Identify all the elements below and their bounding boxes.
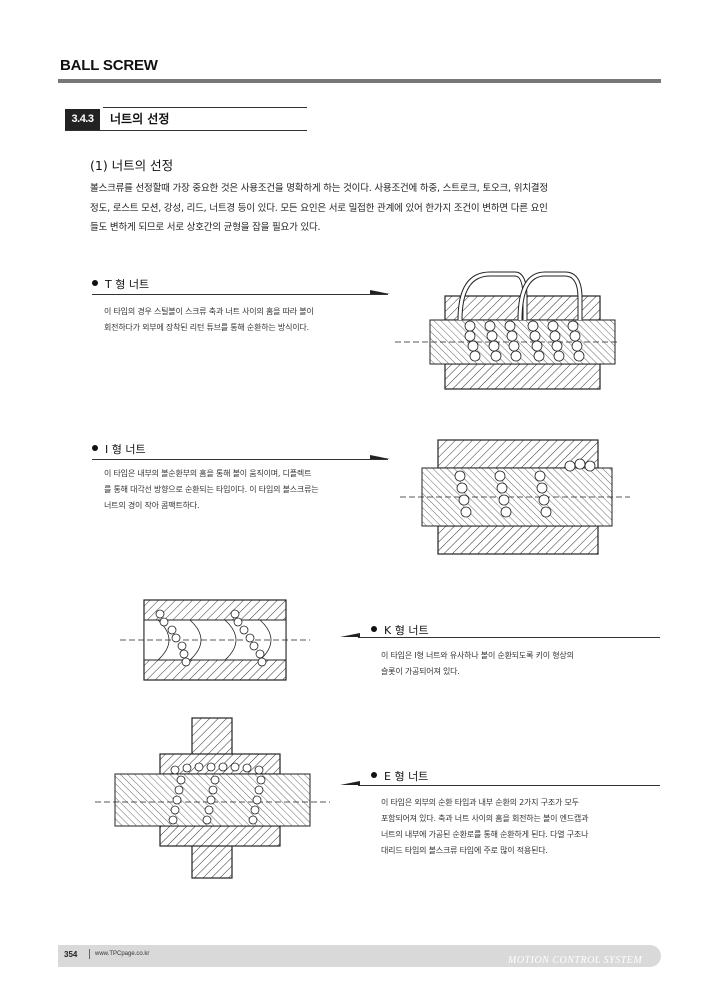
t-nut-rule (92, 294, 388, 295)
desc-line: 너트의 경이 작아 콤팩트하다. (104, 501, 200, 510)
desc-line: 대리드 타입의 볼스크류 타입에 주로 많이 적용된다. (381, 846, 548, 855)
desc-line: 이 타입은 I형 너트와 유사하나 볼이 순환되도록 키이 형상의 (381, 651, 574, 660)
header-divider (58, 79, 661, 83)
desc-line: 이 타입은 내부의 볼순환부의 홈을 통해 볼이 움직이며, 디플렉트 (104, 469, 312, 478)
intro-line: 들도 변하게 되므로 서로 상호간의 균형을 잡을 필요가 있다. (90, 222, 321, 233)
k-nut-arrow-icon (340, 633, 360, 637)
desc-line: 회전하다가 외부에 장착된 리턴 튜브를 통해 순환하는 방식이다. (104, 323, 309, 332)
desc-line: 포함되어져 있다. 축과 너트 사이의 홈을 회전하는 볼이 엔드캡과 (381, 814, 589, 823)
k-nut-heading: K 형 너트 (371, 622, 429, 638)
page-header-title: BALL SCREW (60, 57, 158, 74)
bullet-icon (92, 280, 98, 286)
footer-separator (89, 949, 90, 959)
intro-line: 볼스크류를 선정할때 가장 중요한 것은 사용조건을 명확하게 하는 것이다. … (90, 183, 548, 194)
t-nut-title: T 형 너트 (105, 278, 150, 291)
desc-line: 슬롯이 가공되어져 있다. (381, 667, 460, 676)
footer-url-link[interactable]: www.TPCpage.co.kr (95, 951, 150, 957)
desc-line: 너트의 내부에 가공된 순환로를 통해 순환하게 된다. 다열 구조나 (381, 830, 589, 839)
i-nut-title: I 형 너트 (105, 443, 146, 456)
bullet-icon (371, 772, 377, 778)
t-nut-arrow-icon (370, 290, 390, 294)
e-nut-arrow-icon (340, 781, 360, 785)
k-nut-rule (358, 637, 660, 638)
page-number: 354 (64, 950, 78, 959)
i-nut-arrow-icon (370, 455, 390, 459)
k-nut-drawing (120, 599, 310, 681)
t-nut-drawing (395, 271, 620, 390)
bullet-icon (92, 445, 98, 451)
t-nut-heading: T 형 너트 (92, 276, 149, 292)
e-nut-heading: E 형 너트 (371, 768, 428, 784)
i-nut-heading: I 형 너트 (92, 441, 146, 457)
section-rule-top (103, 107, 307, 108)
section-title: 너트의 선정 (110, 112, 170, 126)
footer-brand: MOTION CONTROL SYSTEM (508, 955, 643, 966)
i-nut-drawing (400, 439, 630, 555)
intro-line: 정도, 로스트 모션, 강성, 리드, 너트경 등이 있다. 모든 요인은 서로… (90, 203, 548, 214)
e-nut-title: E 형 너트 (384, 770, 429, 783)
bullet-icon (371, 626, 377, 632)
footer-bar (58, 945, 661, 967)
e-nut-drawing (95, 717, 330, 879)
section-number-badge: 3.4.3 (65, 109, 100, 130)
desc-line: 이 타입은 외부의 순환 타입과 내부 순환의 2가지 구조가 모두 (381, 798, 579, 807)
desc-line: 이 타입의 경우 스틸볼이 스크류 축과 너트 사이의 홈을 따라 볼이 (104, 307, 314, 316)
i-nut-rule (92, 459, 388, 460)
e-nut-rule (358, 785, 660, 786)
subsection-heading: (1) 너트의 선정 (90, 158, 174, 173)
section-rule-bottom (65, 130, 307, 131)
k-nut-title: K 형 너트 (384, 624, 429, 637)
desc-line: 를 통해 대각선 방향으로 순환되는 타입이다. 이 타입의 볼스크류는 (104, 485, 319, 494)
